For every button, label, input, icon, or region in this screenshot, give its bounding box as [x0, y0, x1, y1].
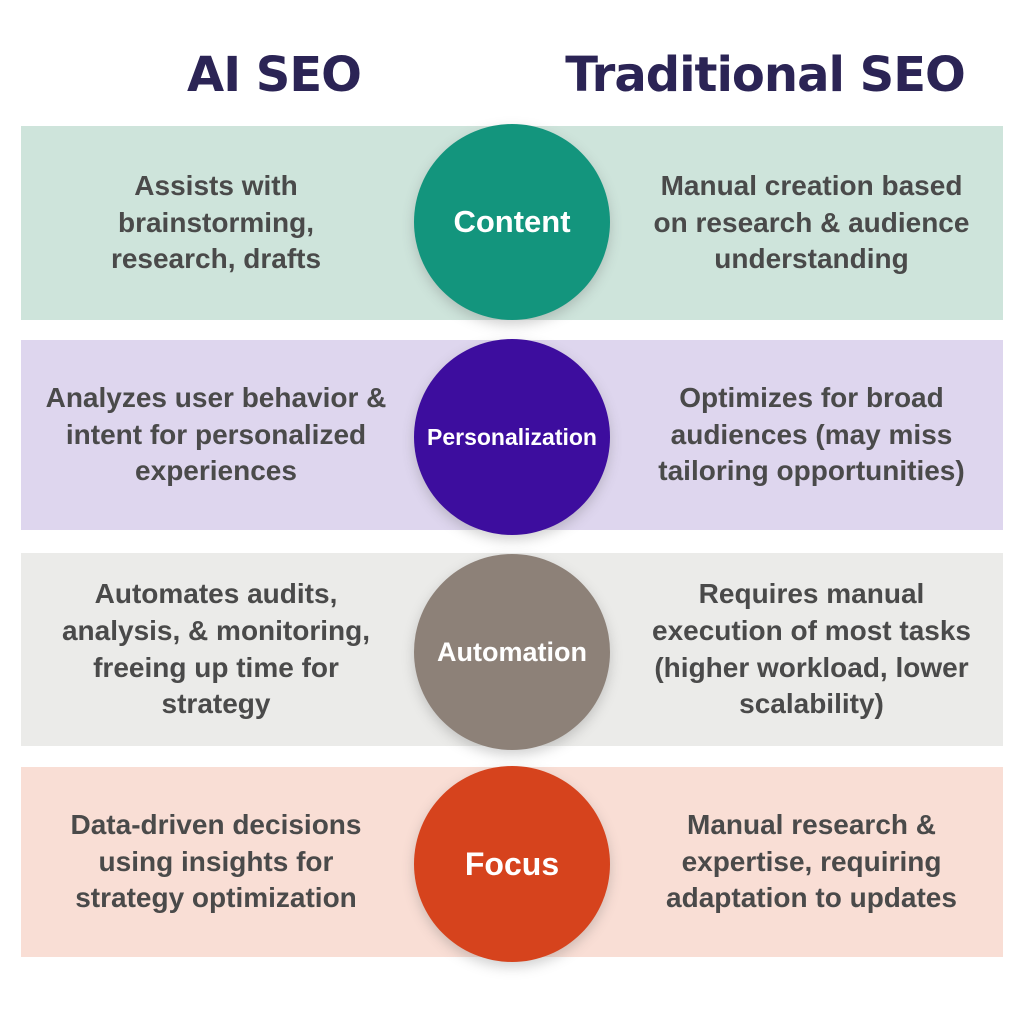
automation-ai-text-value: Automates audits, analysis, & monitoring… — [61, 577, 371, 720]
focus-ai-text-value: Data-driven decisions using insights for… — [70, 808, 362, 914]
automation-ai-text: Automates audits, analysis, & monitoring… — [21, 553, 411, 746]
content-ai-text: Assists with brainstorming, research, dr… — [21, 126, 411, 320]
personalization-ai-text: Analyzes user behavior & intent for pers… — [21, 340, 411, 530]
focus-ai-text: Data-driven decisions using insights for… — [21, 767, 411, 957]
content-traditional-text: Manual creation based on research & audi… — [620, 126, 1003, 320]
ai-seo-column-title: AI SEO — [187, 47, 362, 103]
traditional-seo-column-title: Traditional SEO — [565, 47, 966, 103]
automation-traditional-text-value: Requires manual execution of most tasks … — [652, 577, 971, 720]
row-content: Assists with brainstorming, research, dr… — [21, 124, 1003, 320]
row-focus: Data-driven decisions using insights for… — [21, 766, 1003, 962]
personalization-ai-text-value: Analyzes user behavior & intent for pers… — [45, 381, 387, 487]
focus-traditional-text-value: Manual research & expertise, requiring a… — [666, 808, 957, 914]
focus-traditional-text: Manual research & expertise, requiring a… — [620, 767, 1003, 957]
content-circle-label: Content — [453, 204, 571, 239]
content-circle: Content — [414, 124, 610, 320]
row-automation: Automates audits, analysis, & monitoring… — [21, 553, 1003, 750]
content-traditional-text-value: Manual creation based on research & audi… — [653, 169, 970, 275]
automation-traditional-text: Requires manual execution of most tasks … — [620, 553, 1003, 746]
personalization-circle: Personalization — [414, 339, 610, 535]
focus-circle: Focus — [414, 766, 610, 962]
focus-circle-label: Focus — [464, 845, 560, 882]
personalization-traditional-text: Optimizes for broad audiences (may miss … — [620, 340, 1003, 530]
automation-circle-label: Automation — [437, 636, 587, 667]
row-personalization: Analyzes user behavior & intent for pers… — [21, 339, 1003, 535]
content-ai-text-value: Assists with brainstorming, research, dr… — [110, 169, 322, 275]
personalization-circle-label: Personalization — [427, 423, 597, 450]
automation-circle: Automation — [414, 554, 610, 750]
personalization-traditional-text-value: Optimizes for broad audiences (may miss … — [658, 381, 965, 487]
